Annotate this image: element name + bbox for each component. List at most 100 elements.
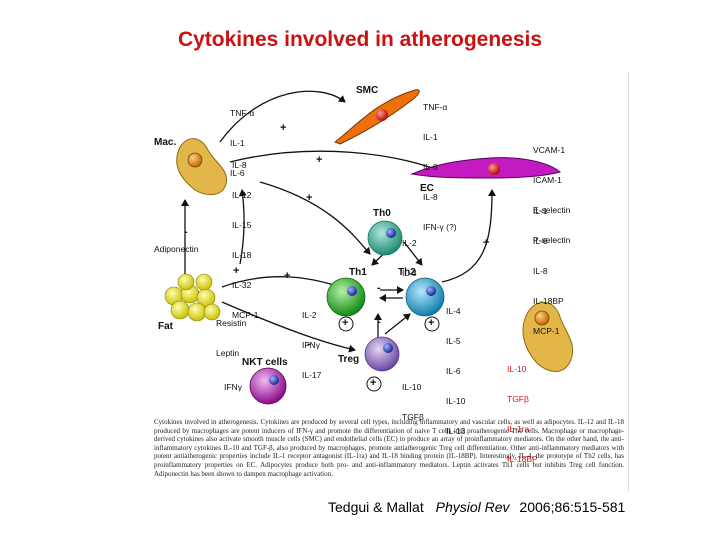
plus-sign: + [233,265,240,277]
citation-authors: Tedgui & Mallat [328,499,424,515]
mac-th1-cytokine-list: IL-8 IL-12 IL-15 IL-18 IL-32 MCP-1 [232,140,258,340]
cytokine-label: IL-4 [446,306,461,316]
plus-sign: + [284,270,291,282]
smc-cytokine-list: TNF-α IL-1 IL-6 IL-8 IFN-γ (?) [423,82,457,252]
cytokine-label: IL-2 [402,238,417,248]
arrow-mac-to-ec [229,150,451,177]
mac-label: Mac. [154,137,177,148]
cytokine-label: IL-3 [402,268,417,278]
cytokine-label: IL-15 [232,220,252,230]
plus-sign: + [342,317,349,329]
adhesion-label: ICAM-1 [533,175,562,185]
minus-sign: - [377,316,381,328]
arrow-th0-to-th2 [403,241,423,266]
citation-reference: 2006;86:515-581 [519,499,626,515]
cytokine-label: IL-6 [446,366,461,376]
th0-cytokine-list: IL-2 IL-3 [402,218,417,298]
macrophage-cell [176,138,228,195]
arrow-th2-to-ec [441,189,496,283]
nkt-label: NKT cells [242,357,288,368]
cytokine-label: IL-8 [232,160,247,170]
cytokine-label: IL-8 [423,192,438,202]
antiinflammatory-list: IL-10 TGFβ IL-1ra IL-18BP [507,344,538,484]
diagram-graphics [164,89,574,405]
cytokine-label: IL-32 [232,280,252,290]
nkt-cytokine-label: IFNγ [224,382,242,392]
cytokine-label: MCP-1 [232,310,259,320]
th0-label: Th0 [373,208,391,219]
cytokine-label: IL-1 [230,138,245,148]
fat-label: Fat [158,321,173,332]
cytokine-label: IFN-γ (?) [423,222,457,232]
cytokine-label: IL-6 [533,236,548,246]
smc-label: SMC [356,85,379,96]
adhesion-label: E-selectin [533,205,571,215]
arrow-mac-to-th1 [259,181,371,255]
arrow-fat-to-th1 [221,276,341,289]
arrow-fat-to-mac [238,189,247,265]
th2-cell [405,277,445,317]
autocrine-loops [338,316,440,392]
ec-cytokine-list: IL-1 IL-6 IL-8 IL-18BP MCP-1 [533,186,564,356]
cytokine-label: IFNγ [302,340,320,350]
plus-sign: + [280,122,287,134]
citation-journal: Physiol Rev [435,499,510,515]
minus-sign: - [377,282,381,294]
plus-sign: + [428,317,435,329]
adipokine-label: Leptin [216,348,240,358]
cytokine-label: TNF-α [230,108,255,118]
cytokine-label: TNF-α [423,102,448,112]
fat-cluster [164,273,221,322]
plus-sign: + [483,237,490,249]
citation: Tedgui & Mallat Physiol Rev 2006;86:515-… [328,499,625,515]
nkt-cell [249,367,287,405]
adiponectin-label: Adiponectin [154,244,199,254]
arrows [181,90,496,353]
adhesion-label: P-selectin [533,235,571,245]
arrow-mac-to-smc [219,90,346,143]
cytokine-label: IL-6 [230,168,245,178]
plus-sign: + [316,154,323,166]
figure-caption: Cytokines involved in atherogenesis. Cyt… [154,418,624,478]
minus-sign: - [184,226,188,238]
cytokine-diagram: + + + + + - + - - - + + + SMC Mac. EC Th… [150,72,629,492]
treg-cell [364,336,400,372]
cytokine-label: IL-18BP [533,296,564,306]
cytokine-label: IL-12 [232,190,252,200]
cytokine-label: IL-6 [423,162,438,172]
cytokine-label: TGFβ [507,394,529,404]
arrow-treg-to-th2 [384,313,411,335]
cytokine-label: IL-5 [446,336,461,346]
arrow-fat-to-treg [221,301,356,353]
adipokine-label: Resistin [216,318,247,328]
cytokine-label: IL-10 [402,382,422,392]
cytokine-label: IL-13 [446,426,466,436]
th1-label: Th1 [349,267,367,278]
cytokine-label: IL-2 [302,310,317,320]
cytokine-label: MCP-1 [533,326,560,336]
cytokine-label: IL-17 [302,370,322,380]
cytokine-label: TGFβ [402,412,424,422]
minus-sign: - [307,338,311,350]
th2-cytokine-list: IL-4 IL-5 IL-6 IL-10 IL-13 [446,286,465,456]
plus-sign: + [306,192,313,204]
mac-cytokine-list: TNF-α IL-1 IL-6 [230,88,254,198]
ec-adhesion-list: VCAM-1 ICAM-1 E-selectin P-selectin [533,125,570,265]
antiinflammatory-macrophage [522,302,574,372]
fat-adipokine-list: Resistin Leptin [216,298,246,378]
th2-label: Th2 [398,267,416,278]
cytokine-label: IL-8 [533,266,548,276]
treg-label: Treg [338,354,360,365]
cytokine-label: IL-10 [446,396,466,406]
cytokine-label: IL-18 [232,250,252,260]
smc-cell [333,89,420,145]
plus-sign: + [370,377,377,389]
ec-cell [410,157,562,179]
cytokine-label: IL-18BP [507,454,538,464]
cytokine-label: IL-1 [423,132,438,142]
th0-cell [367,220,403,256]
ec-label: EC [420,183,434,194]
treg-cytokine-list: IL-10 TGFβ [402,362,424,442]
th1-cytokine-list: IL-2 IFNγ IL-17 [302,290,321,400]
cytokine-label: IL-1ra [507,424,530,434]
